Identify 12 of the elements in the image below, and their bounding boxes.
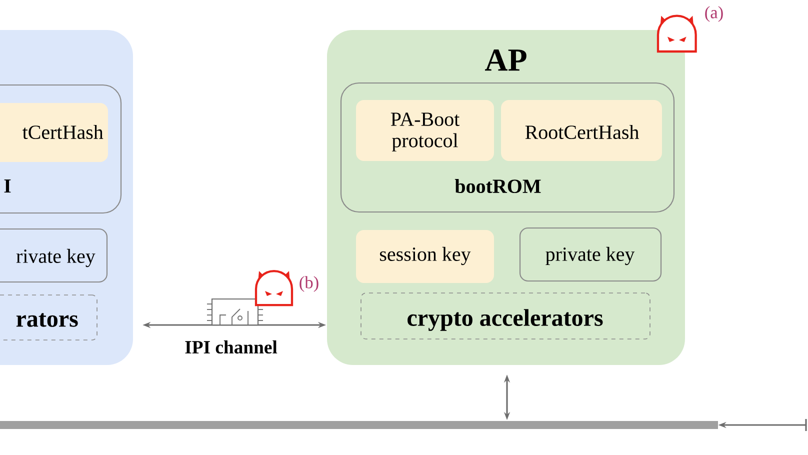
accelerator-box: crypto accelerators xyxy=(360,292,650,340)
data-cell: tCertHash xyxy=(0,103,108,162)
data-cell: session key xyxy=(356,230,494,283)
bus-bar xyxy=(0,421,718,429)
data-cell: PA-Boot protocol xyxy=(356,100,494,161)
accelerator-box: rators xyxy=(0,294,98,340)
key-box: rivate key xyxy=(0,228,108,283)
key-box: private key xyxy=(519,227,662,282)
data-cell: RootCertHash xyxy=(501,100,662,161)
callout-label: (b) xyxy=(300,276,318,292)
callout-label: (a) xyxy=(705,6,723,22)
edge-label: IPI channel xyxy=(185,340,278,354)
